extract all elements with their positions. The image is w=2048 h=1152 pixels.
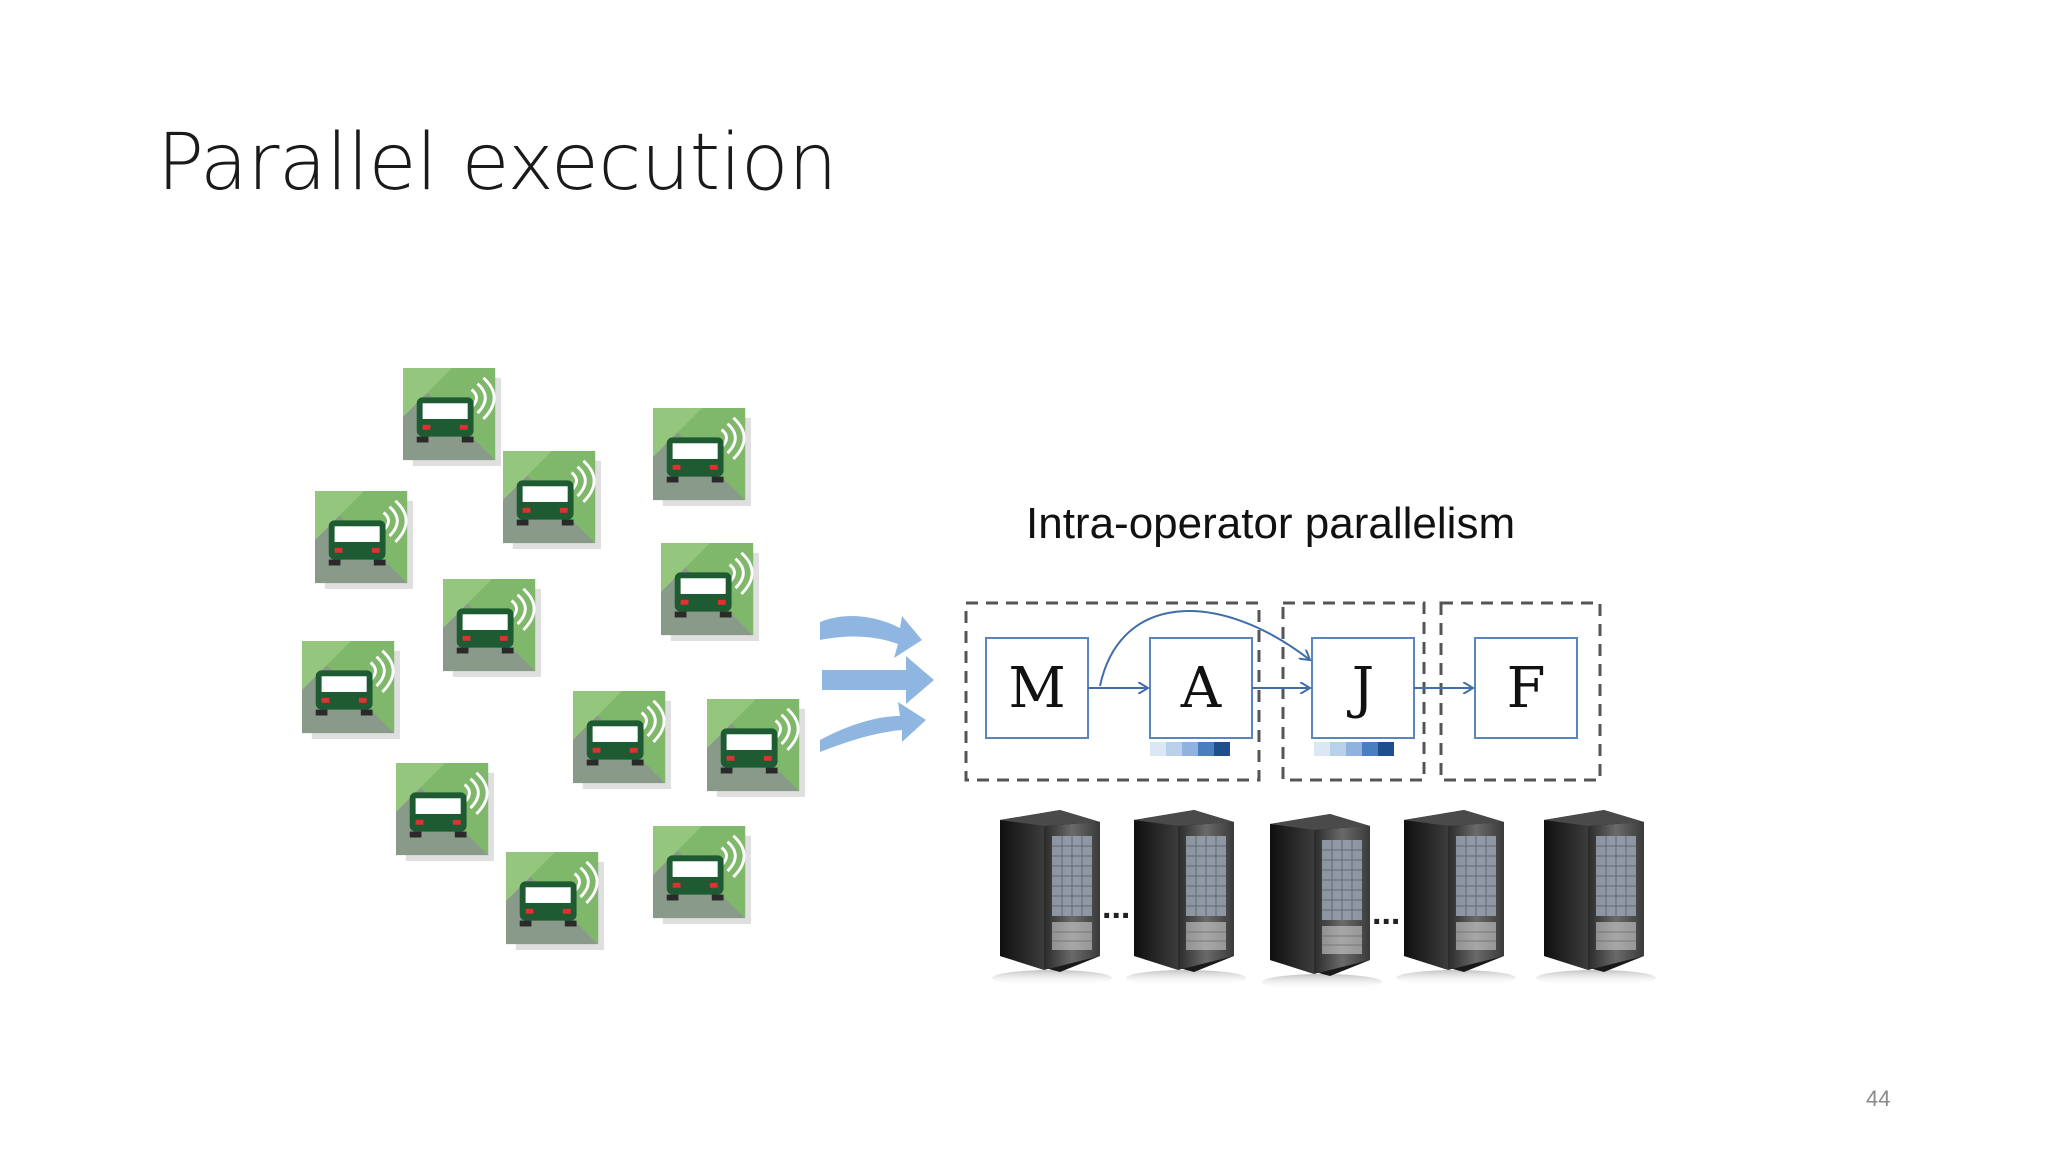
ellipsis: ... <box>1372 894 1400 932</box>
connected-cars-group <box>302 368 811 956</box>
connected-car-icon <box>653 826 757 930</box>
diagram-caption: Intra-operator parallelism <box>1026 499 1515 548</box>
flow-arrow-icon <box>820 702 926 752</box>
connected-car-icon <box>302 641 406 745</box>
server-cluster: ... ... <box>992 810 1656 990</box>
operator-label-a: A <box>1180 656 1222 721</box>
flow-arrows <box>820 616 934 752</box>
page-number: 44 <box>1866 1086 1890 1112</box>
server-tower-icon <box>1544 810 1644 972</box>
server-tower-icon <box>1270 814 1370 976</box>
server-tower-icon <box>1404 810 1504 972</box>
operator-edges <box>1088 611 1473 688</box>
operator-label-f: F <box>1507 656 1546 721</box>
connected-car-icon <box>506 852 610 956</box>
connected-car-icon <box>503 451 607 555</box>
connected-car-icon <box>573 691 677 795</box>
state-partition-strip-j <box>1314 742 1394 756</box>
flow-arrow-icon <box>822 656 934 704</box>
connected-car-icon <box>653 408 757 512</box>
state-partition-strip-a <box>1150 742 1230 756</box>
ellipsis: ... <box>1102 888 1130 926</box>
operator-label-j: J <box>1347 656 1374 721</box>
connected-car-icon <box>403 368 507 472</box>
connected-car-icon <box>661 543 765 647</box>
connected-car-icon <box>707 699 811 803</box>
connected-car-icon <box>315 491 419 595</box>
operator-label-m: M <box>1008 656 1065 721</box>
server-tower-icon <box>1134 810 1234 972</box>
connected-car-icon <box>443 579 547 683</box>
connected-car-icon <box>396 763 500 867</box>
flow-arrow-icon <box>820 616 922 658</box>
server-tower-icon <box>1000 810 1100 972</box>
